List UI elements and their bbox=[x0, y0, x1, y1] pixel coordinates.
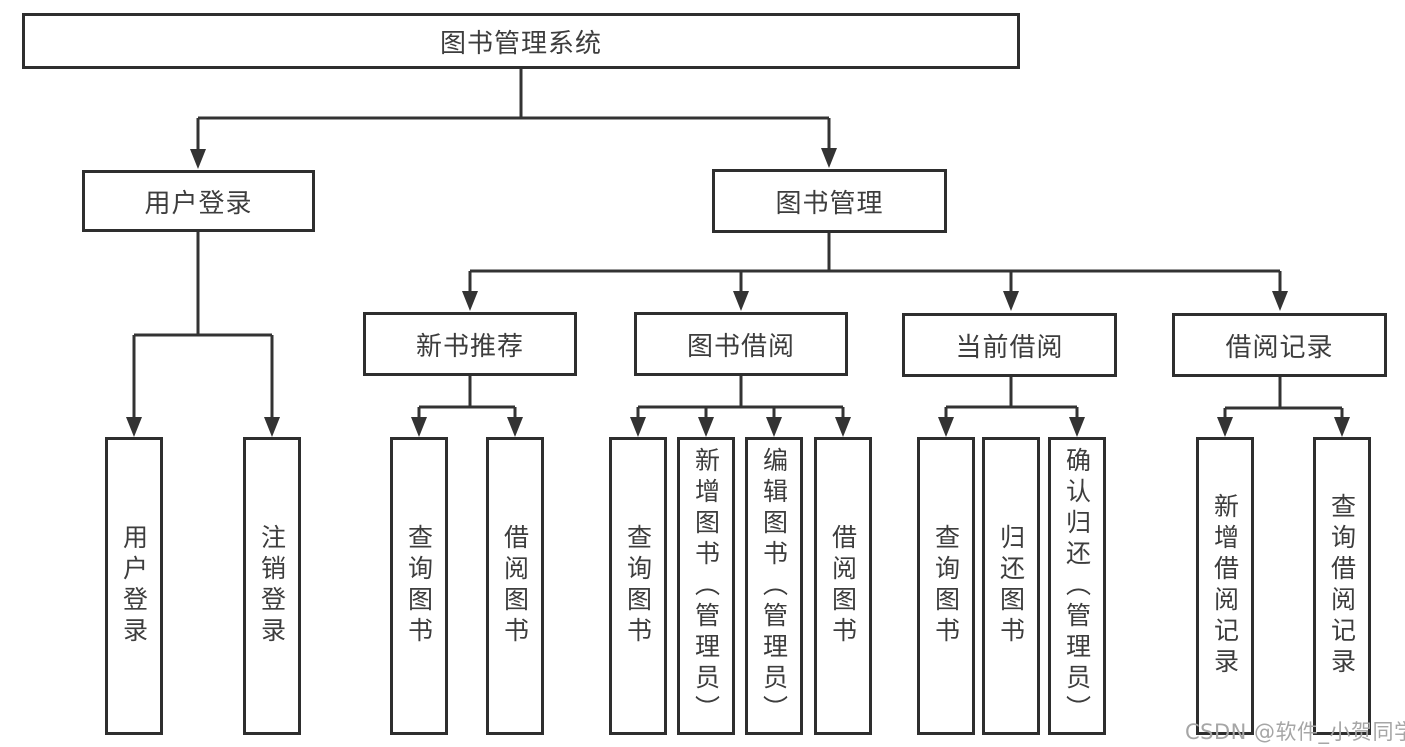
csdn-watermark: CSDN @软件_小贺同学 bbox=[1185, 720, 1405, 744]
leaf-borrow-books-borrow: 借阅图书 bbox=[814, 437, 872, 735]
leaf-label: 确认归还（管理员） bbox=[1062, 446, 1092, 726]
arrow-icon bbox=[821, 148, 837, 168]
leaf-add-book-admin: 新增图书（管理员） bbox=[677, 437, 735, 735]
arrow-icon bbox=[1217, 417, 1233, 437]
leaf-query-books-borrow: 查询图书 bbox=[609, 437, 667, 735]
leaf-query-books-new: 查询图书 bbox=[390, 437, 448, 735]
leaf-query-books-current: 查询图书 bbox=[917, 437, 975, 735]
arrow-icon bbox=[126, 417, 142, 437]
leaf-query-borrow-record: 查询借阅记录 bbox=[1313, 437, 1371, 735]
leaf-label: 查询图书 bbox=[931, 524, 961, 648]
leaf-label: 查询借阅记录 bbox=[1327, 493, 1357, 679]
arrow-icon bbox=[1334, 417, 1350, 437]
arrow-icon bbox=[1003, 291, 1019, 311]
leaf-confirm-return-admin: 确认归还（管理员） bbox=[1048, 437, 1106, 735]
leaf-label: 归还图书 bbox=[996, 524, 1026, 648]
arrow-icon bbox=[1272, 291, 1288, 311]
arrow-icon bbox=[766, 417, 782, 437]
arrow-icon bbox=[1069, 417, 1085, 437]
leaf-label: 新增图书（管理员） bbox=[691, 446, 721, 726]
leaf-add-borrow-record: 新增借阅记录 bbox=[1196, 437, 1254, 735]
leaf-label: 查询图书 bbox=[404, 524, 434, 648]
arrow-icon bbox=[190, 149, 206, 169]
leaf-label: 查询图书 bbox=[623, 524, 653, 648]
edge-lines bbox=[132, 69, 1344, 420]
leaf-label: 注销登录 bbox=[257, 524, 287, 648]
leaf-label: 编辑图书（管理员） bbox=[759, 446, 789, 726]
node-root-system: 图书管理系统 bbox=[22, 13, 1020, 69]
arrow-icon bbox=[462, 291, 478, 311]
leaf-label: 借阅图书 bbox=[828, 524, 858, 648]
arrow-icon bbox=[835, 417, 851, 437]
leaf-label: 借阅图书 bbox=[500, 524, 530, 648]
leaf-user-login: 用户登录 bbox=[105, 437, 163, 735]
arrow-icon bbox=[733, 291, 749, 311]
node-book-borrow: 图书借阅 bbox=[634, 312, 848, 376]
leaf-borrow-books-new: 借阅图书 bbox=[486, 437, 544, 735]
arrow-icon bbox=[411, 417, 427, 437]
node-book-management: 图书管理 bbox=[712, 169, 947, 233]
node-current-borrow: 当前借阅 bbox=[902, 313, 1117, 377]
arrow-icon bbox=[264, 417, 280, 437]
leaf-label: 新增借阅记录 bbox=[1210, 493, 1240, 679]
leaf-return-book: 归还图书 bbox=[982, 437, 1040, 735]
leaf-logout: 注销登录 bbox=[243, 437, 301, 735]
leaf-edit-book-admin: 编辑图书（管理员） bbox=[745, 437, 803, 735]
arrow-icon bbox=[507, 417, 523, 437]
node-new-book-recommend: 新书推荐 bbox=[363, 312, 577, 376]
arrow-icon bbox=[630, 417, 646, 437]
arrowheads bbox=[126, 148, 1350, 437]
arrow-icon bbox=[698, 417, 714, 437]
node-user-login: 用户登录 bbox=[82, 170, 315, 232]
arrow-icon bbox=[938, 417, 954, 437]
leaf-label: 用户登录 bbox=[119, 524, 149, 648]
node-borrow-records: 借阅记录 bbox=[1172, 313, 1387, 377]
